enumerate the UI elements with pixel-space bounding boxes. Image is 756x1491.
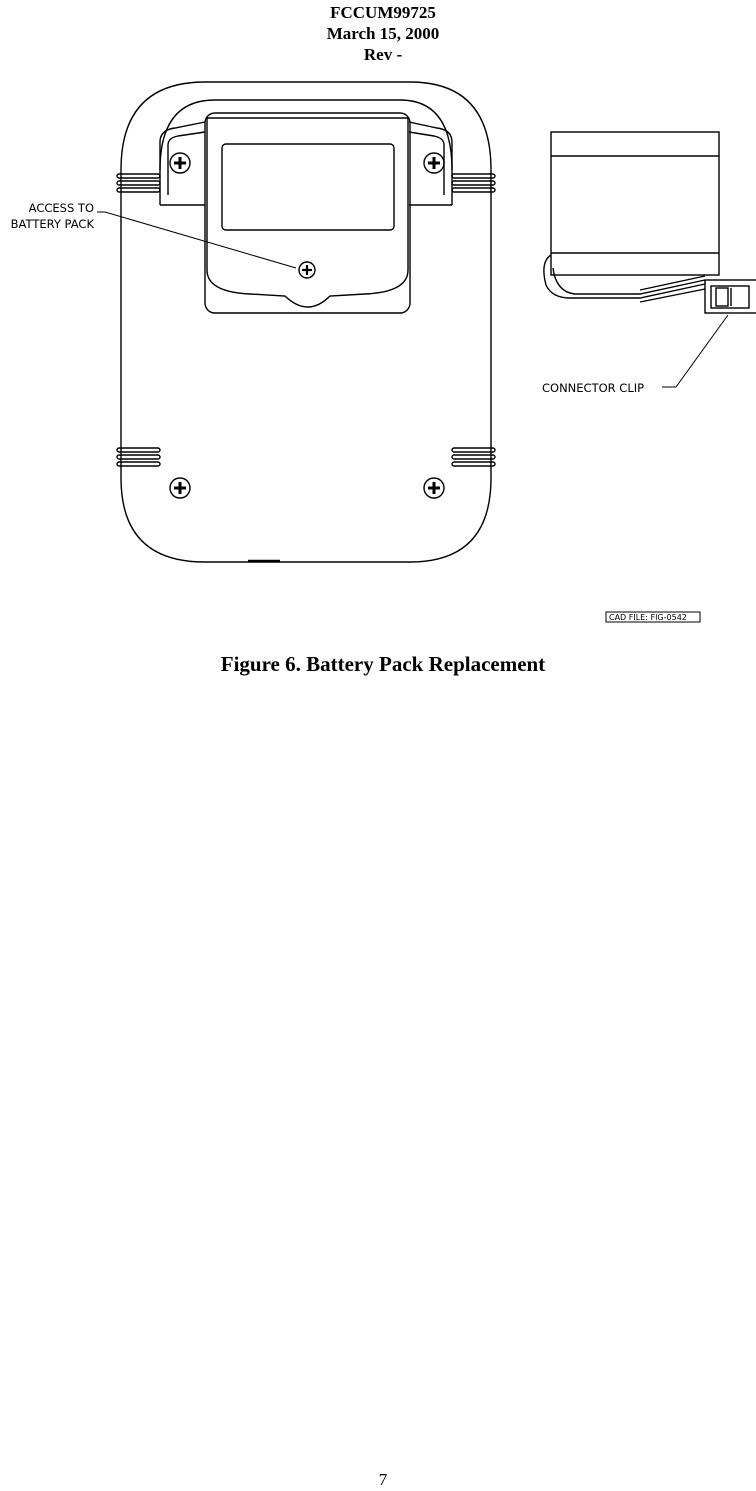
label-access-line2: BATTERY PACK: [11, 217, 95, 231]
battery-door: [204, 112, 411, 314]
housing-top-inner: [159, 99, 453, 171]
figure-caption: Figure 6. Battery Pack Replacement: [220, 652, 546, 676]
page-header: FCCUM99725 March 15, 2000 Rev -: [0, 2, 756, 65]
document-id: FCCUM99725: [330, 3, 436, 22]
right-bracket: [408, 121, 453, 205]
grip-ridges-top-right: [451, 173, 496, 193]
cad-file-box: [605, 611, 701, 623]
connector-clip: [704, 279, 756, 314]
connector-leader-line: [662, 314, 729, 388]
access-leader-line: [97, 211, 297, 269]
label-access-line1: ACCESS TO: [29, 201, 94, 215]
left-bracket: [159, 121, 206, 205]
document-revision: Rev -: [363, 45, 403, 64]
battery-pack-figure: ACCESS TO BATTERY PACK CONNECTOR CLIP CA…: [0, 80, 756, 625]
page-number: 7: [378, 1470, 388, 1489]
label-connector-clip: CONNECTOR CLIP: [542, 381, 644, 395]
screw-icon: [169, 152, 445, 499]
battery-pack-side-view: [543, 131, 720, 303]
cad-file-label: CAD FILE: FIG-0542: [609, 613, 687, 622]
grip-ridges-bottom-left: [116, 447, 161, 467]
housing-outline: [120, 81, 492, 563]
document-date: March 15, 2000: [326, 24, 440, 43]
grip-ridges-top-left: [116, 173, 161, 193]
grip-ridges-bottom-right: [451, 447, 496, 467]
battery-door-window: [221, 143, 395, 231]
